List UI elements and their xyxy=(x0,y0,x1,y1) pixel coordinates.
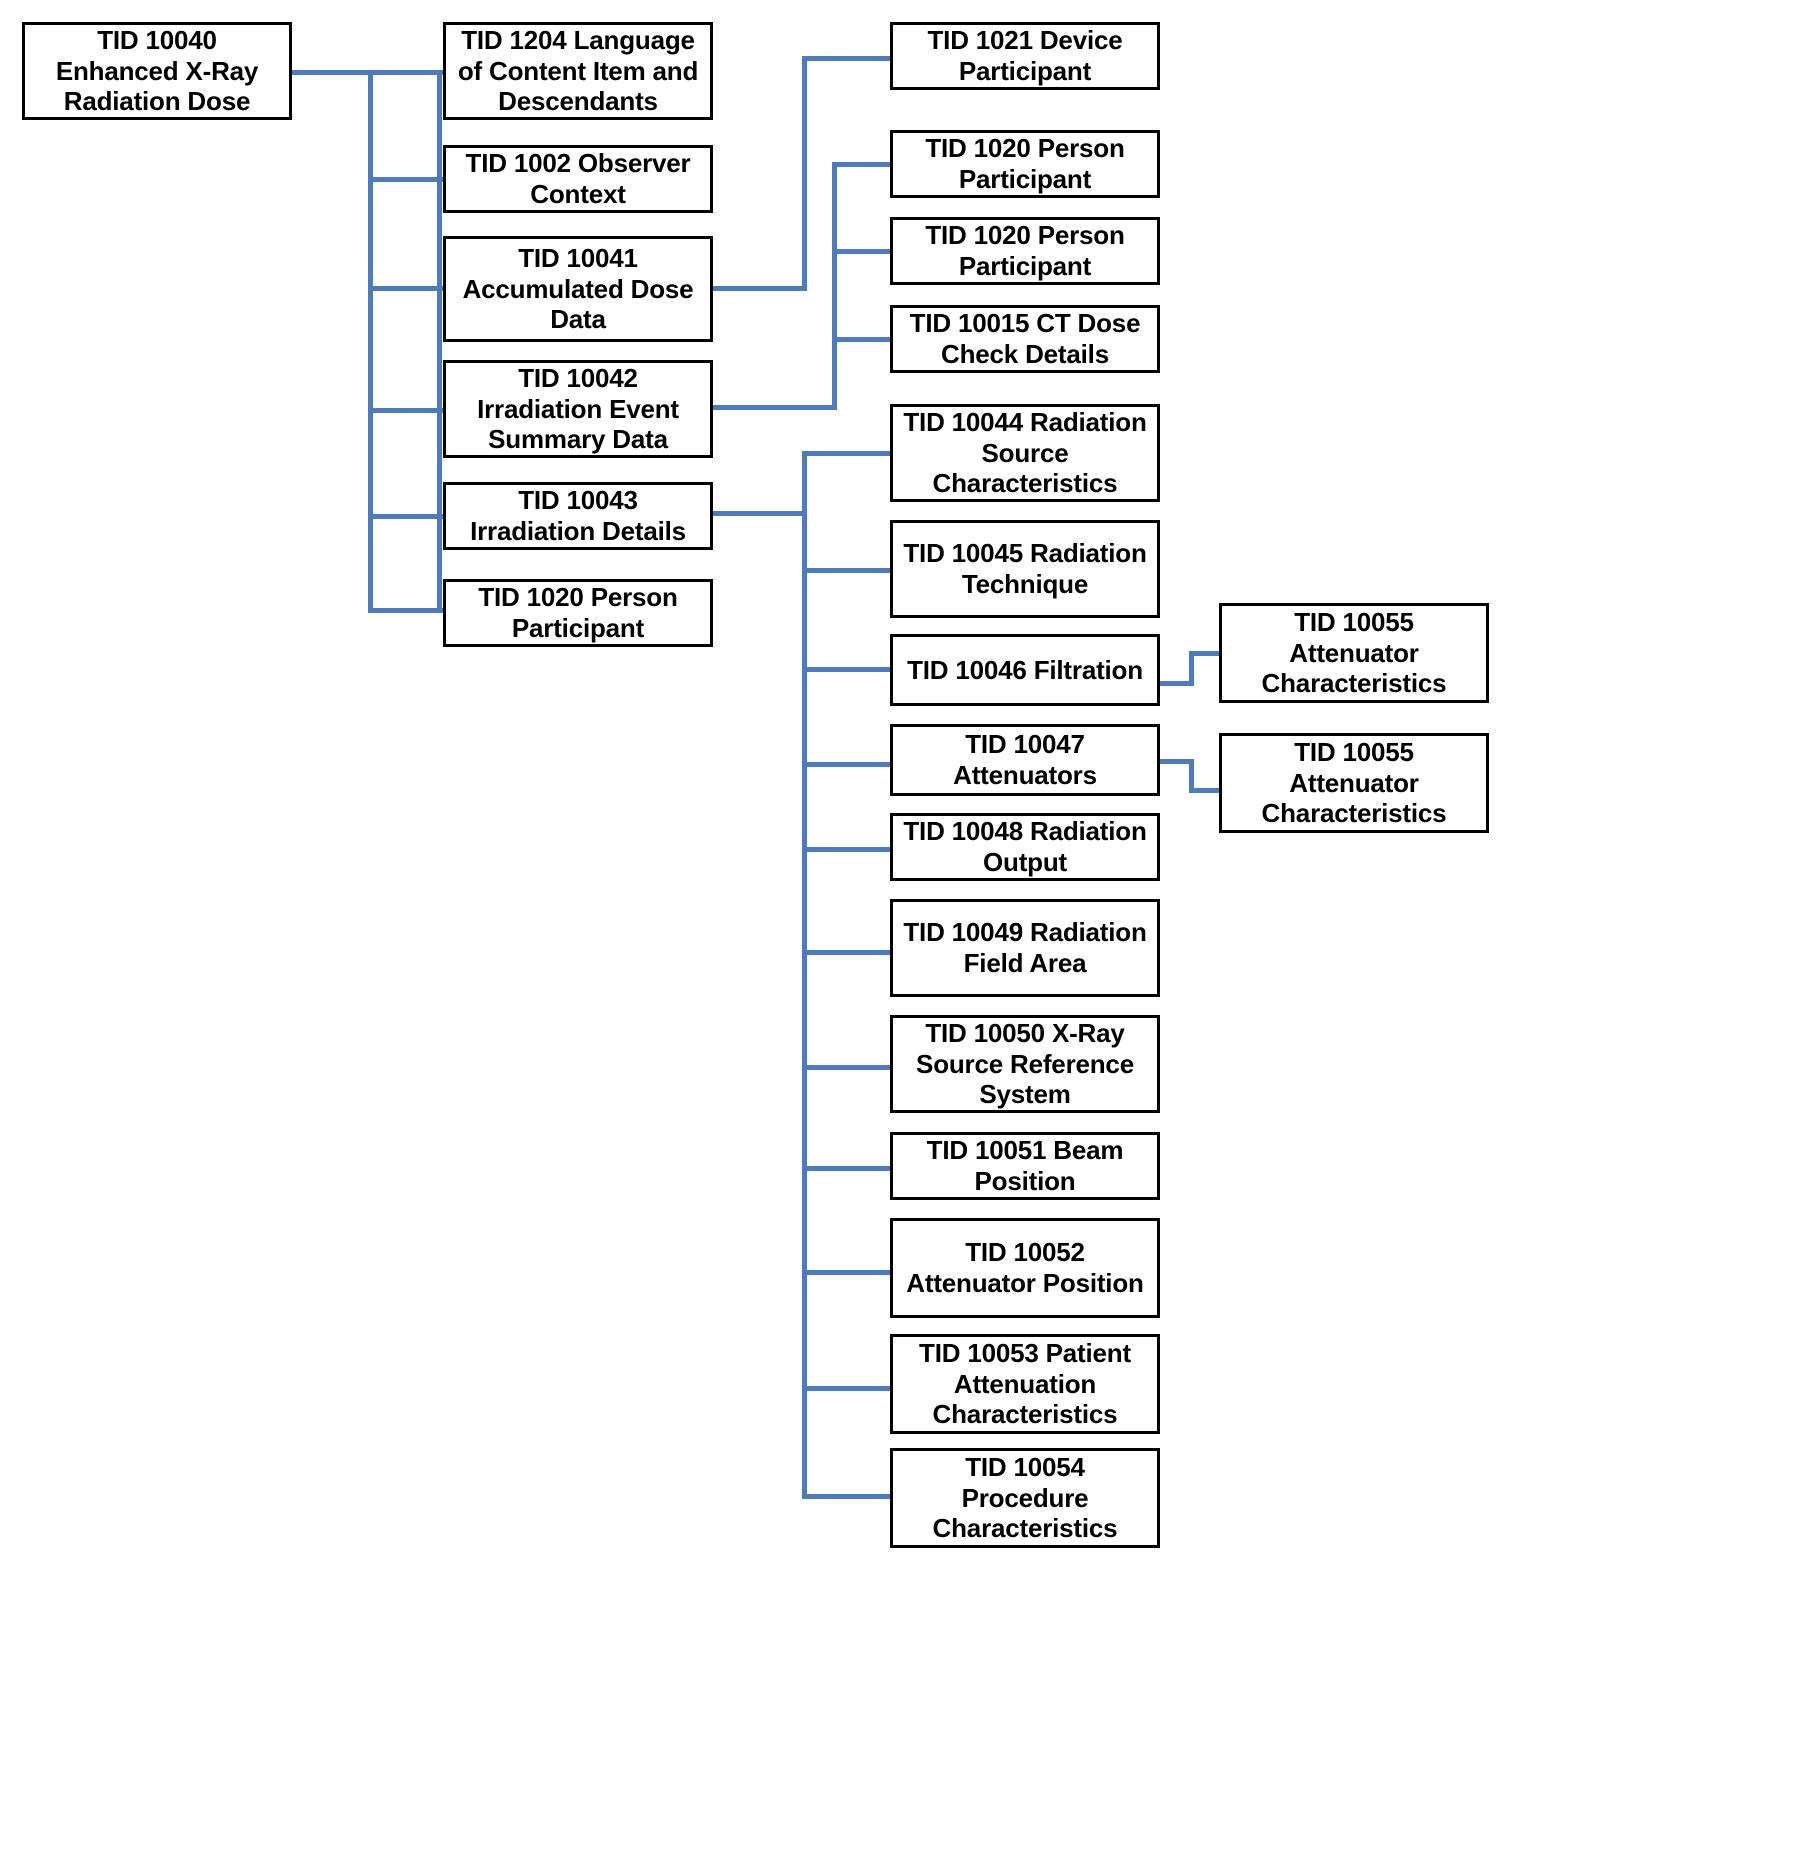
node-tid1002[interactable]: TID 1002 Observer Context xyxy=(443,145,713,213)
connector-to-tid10048 xyxy=(802,847,894,852)
connector-main-bus-left xyxy=(368,70,373,613)
node-label: TID 10044 Radiation Source Characteristi… xyxy=(903,407,1147,499)
connector-main-bus xyxy=(437,70,442,608)
node-label: TID 10045 Radiation Technique xyxy=(903,538,1147,599)
connector-to-tid10051 xyxy=(802,1166,894,1171)
node-tid10045[interactable]: TID 10045 Radiation Technique xyxy=(890,520,1160,618)
node-tid10042[interactable]: TID 10042 Irradiation Event Summary Data xyxy=(443,360,713,458)
connector-to-tid1002 xyxy=(372,177,447,182)
connector-tid10042-out xyxy=(712,405,837,410)
node-label: TID 10053 Patient Attenuation Characteri… xyxy=(919,1337,1131,1430)
connector-to-tid1020a xyxy=(372,608,447,613)
node-label: TID 1020 Person Participant xyxy=(925,220,1125,281)
node-tid10054[interactable]: TID 10054 Procedure Characteristics xyxy=(890,1448,1160,1548)
node-tid10048[interactable]: TID 10048 Radiation Output xyxy=(890,813,1160,881)
connector-root-stub xyxy=(290,70,442,75)
connector-tid10047-out-v xyxy=(1189,759,1194,793)
connector-to-tid10043 xyxy=(372,514,447,519)
connector-to-tid1020c xyxy=(832,249,894,254)
node-label: TID 10046 Filtration xyxy=(907,654,1143,685)
node-tid1020a[interactable]: TID 1020 Person Participant xyxy=(443,579,713,647)
connector-to-tid10042 xyxy=(372,408,447,413)
node-tid10049[interactable]: TID 10049 Radiation Field Area xyxy=(890,899,1160,997)
node-label: TID 1020 Person Participant xyxy=(478,582,678,643)
node-tid10040[interactable]: TID 10040 Enhanced X-Ray Radiation Dose xyxy=(22,22,292,120)
connector-to-tid10045 xyxy=(802,568,894,573)
connector-tid10046-out-h2 xyxy=(1189,651,1222,656)
node-tid10052[interactable]: TID 10052 Attenuator Position xyxy=(890,1218,1160,1318)
connector-tid10047-out-h2 xyxy=(1189,788,1222,793)
node-tid10051[interactable]: TID 10051 Beam Position xyxy=(890,1132,1160,1200)
node-tid10015[interactable]: TID 10015 CT Dose Check Details xyxy=(890,305,1160,373)
connector-to-tid10047 xyxy=(802,762,894,767)
node-label: TID 1021 Device Participant xyxy=(927,25,1123,86)
node-label: TID 10049 Radiation Field Area xyxy=(903,917,1147,978)
connector-tid10046-out-v xyxy=(1189,651,1194,686)
connector-to-tid10041 xyxy=(372,286,447,291)
connector-to-tid1021 xyxy=(802,56,894,61)
node-tid10047[interactable]: TID 10047 Attenuators xyxy=(890,724,1160,796)
node-label: TID 1204 Language of Content Item and De… xyxy=(457,25,699,117)
connector-to-tid10053 xyxy=(802,1386,894,1391)
connector-tid10042-bus xyxy=(832,162,837,410)
node-tid10050[interactable]: TID 10050 X-Ray Source Reference System xyxy=(890,1015,1160,1113)
node-tid1020c[interactable]: TID 1020 Person Participant xyxy=(890,217,1160,285)
node-label: TID 1020 Person Participant xyxy=(925,133,1125,194)
connector-to-tid10049 xyxy=(802,950,894,955)
connector-to-tid1020b xyxy=(832,162,894,167)
node-label: TID 10055 Attenuator Characteristics xyxy=(1261,606,1447,699)
node-label: TID 10051 Beam Position xyxy=(926,1135,1124,1196)
node-label: TID 10040 Enhanced X-Ray Radiation Dose xyxy=(55,25,259,117)
connector-tid10046-out-h1 xyxy=(1159,681,1193,686)
node-label: TID 10042 Irradiation Event Summary Data xyxy=(477,363,679,455)
connector-to-tid10015 xyxy=(832,337,894,342)
connector-tid10047-out-h1 xyxy=(1159,759,1193,764)
node-tid10044[interactable]: TID 10044 Radiation Source Characteristi… xyxy=(890,404,1160,502)
connector-to-tid10046 xyxy=(802,667,894,672)
node-tid10055b[interactable]: TID 10055 Attenuator Characteristics xyxy=(1219,733,1489,833)
connector-tid10041-bus xyxy=(802,56,807,291)
node-tid1204[interactable]: TID 1204 Language of Content Item and De… xyxy=(443,22,713,120)
connector-tid10043-bus xyxy=(802,451,807,1498)
connector-to-tid10050 xyxy=(802,1065,894,1070)
node-label: TID 10015 CT Dose Check Details xyxy=(909,308,1141,369)
node-tid10055a[interactable]: TID 10055 Attenuator Characteristics xyxy=(1219,603,1489,703)
node-label: TID 10050 X-Ray Source Reference System xyxy=(916,1018,1134,1110)
connector-to-tid10052 xyxy=(802,1270,894,1275)
connector-to-tid10044 xyxy=(802,451,894,456)
node-label: TID 10043 Irradiation Details xyxy=(470,485,686,546)
node-label: TID 10052 Attenuator Position xyxy=(906,1237,1144,1298)
node-label: TID 10048 Radiation Output xyxy=(903,816,1147,877)
connector-tid10043-out xyxy=(712,511,807,516)
node-tid10041[interactable]: TID 10041 Accumulated Dose Data xyxy=(443,236,713,342)
node-tid10046[interactable]: TID 10046 Filtration xyxy=(890,634,1160,706)
node-tid1020b[interactable]: TID 1020 Person Participant xyxy=(890,130,1160,198)
connector-tid10041-out xyxy=(712,286,807,291)
node-label: TID 10054 Procedure Characteristics xyxy=(932,1451,1118,1544)
node-label: TID 1002 Observer Context xyxy=(465,148,691,209)
node-label: TID 10041 Accumulated Dose Data xyxy=(462,242,694,335)
node-tid10053[interactable]: TID 10053 Patient Attenuation Characteri… xyxy=(890,1334,1160,1434)
node-tid1021[interactable]: TID 1021 Device Participant xyxy=(890,22,1160,90)
node-label: TID 10047 Attenuators xyxy=(953,729,1097,790)
node-tid10043[interactable]: TID 10043 Irradiation Details xyxy=(443,482,713,550)
node-label: TID 10055 Attenuator Characteristics xyxy=(1261,736,1447,829)
connector-to-tid10054 xyxy=(802,1494,894,1499)
